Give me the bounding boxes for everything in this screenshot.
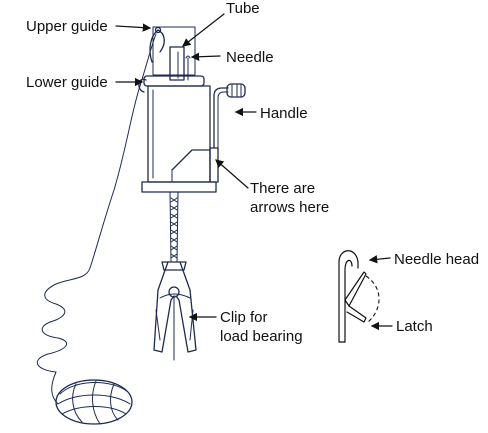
load-clip <box>153 261 197 361</box>
needle-tip <box>185 55 191 59</box>
handle-knob <box>226 83 246 98</box>
leader-lines <box>115 13 393 331</box>
upper-guide-eye <box>154 26 162 34</box>
base-plate <box>141 181 217 193</box>
tube <box>169 46 185 81</box>
body-cylinder <box>147 85 211 183</box>
label-arrows-line1: There are <box>250 180 315 197</box>
label-needle: Needle <box>226 49 274 66</box>
top-frame <box>152 26 196 76</box>
handle-bar <box>213 87 229 149</box>
label-lower-guide: Lower guide <box>26 74 108 91</box>
label-clip-line1: Clip for <box>220 309 268 326</box>
knitted-tube <box>169 191 179 263</box>
label-needle-head: Needle head <box>394 251 479 268</box>
yarn-ball <box>51 371 133 425</box>
yarn-strand <box>36 85 141 373</box>
needle-head <box>338 250 359 343</box>
label-arrows-line2: arrows here <box>250 199 329 216</box>
label-upper-guide: Upper guide <box>26 18 108 35</box>
top-cap <box>143 75 205 87</box>
needle-detail <box>338 250 380 343</box>
latch <box>344 271 367 307</box>
knitting-machine <box>36 26 246 425</box>
label-handle: Handle <box>260 105 308 122</box>
label-clip-line2: load bearing <box>220 328 303 345</box>
side-block <box>209 147 219 183</box>
label-latch: Latch <box>396 318 433 335</box>
label-tube: Tube <box>226 0 260 17</box>
